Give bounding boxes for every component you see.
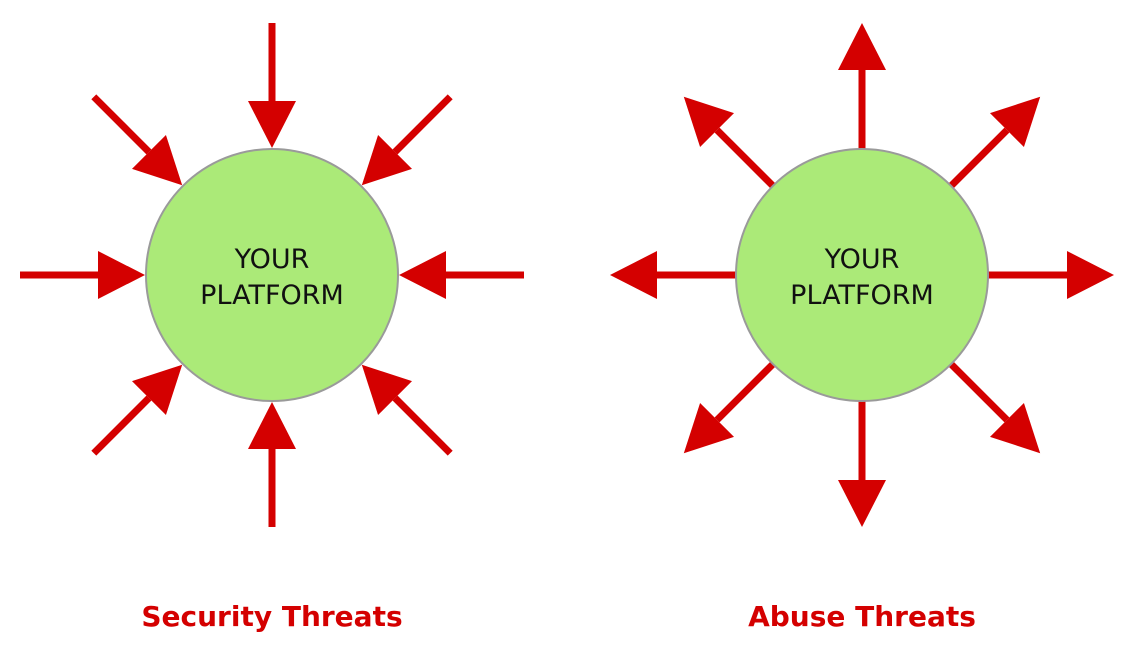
abuse-threats-caption: Abuse Threats: [748, 600, 976, 633]
abuse-threats-diagram: YOUR PLATFORM Abuse Threats: [610, 23, 1114, 633]
arrow-head: [399, 251, 446, 299]
arrow-head: [989, 96, 1041, 148]
arrow-up-right: [948, 96, 1041, 189]
arrow-up-right: [361, 94, 453, 186]
arrow-head: [248, 101, 296, 148]
platform-label-line-1: YOUR: [234, 244, 310, 275]
security-threats-caption: Security Threats: [141, 600, 402, 633]
arrow-left: [20, 251, 145, 299]
arrow-shaft: [948, 127, 1010, 189]
arrow-head: [838, 23, 886, 70]
arrow-shaft: [948, 361, 1010, 423]
arrow-up: [838, 23, 886, 149]
arrow-head: [361, 134, 413, 186]
arrow-head: [131, 134, 183, 186]
arrow-head: [361, 364, 413, 416]
arrow-right: [988, 251, 1114, 299]
inward-arrows: [20, 23, 524, 527]
arrow-shaft: [714, 127, 776, 189]
arrow-up-left: [683, 96, 776, 189]
arrow-up: [248, 23, 296, 148]
arrow-down-right: [361, 364, 453, 456]
arrow-up-left: [91, 94, 183, 186]
arrow-head: [838, 480, 886, 527]
arrow-down-left: [91, 364, 183, 456]
outward-arrows: [610, 23, 1114, 527]
arrow-shaft: [392, 94, 453, 155]
platform-circle: [145, 148, 399, 402]
arrow-head: [683, 96, 735, 148]
arrow-shaft: [714, 361, 776, 423]
arrow-head: [610, 251, 657, 299]
arrow-shaft: [91, 395, 152, 456]
arrow-head: [683, 402, 735, 454]
arrow-shaft: [91, 94, 152, 155]
arrow-head: [98, 251, 145, 299]
arrow-left: [610, 251, 736, 299]
arrow-shaft: [392, 395, 453, 456]
arrow-head: [131, 364, 183, 416]
arrow-down: [838, 401, 886, 527]
arrow-down: [248, 402, 296, 527]
arrow-head: [989, 402, 1041, 454]
security-threats-diagram: YOUR PLATFORM Security Threats: [20, 23, 524, 633]
platform-label-line-2: PLATFORM: [790, 280, 934, 311]
platform-label-line-2: PLATFORM: [200, 280, 344, 311]
arrow-down-right: [948, 361, 1041, 454]
platform-circle: [735, 148, 989, 402]
arrow-head: [248, 402, 296, 449]
arrow-down-left: [683, 361, 776, 454]
platform-label-line-1: YOUR: [824, 244, 900, 275]
arrow-head: [1067, 251, 1114, 299]
arrow-right: [399, 251, 524, 299]
